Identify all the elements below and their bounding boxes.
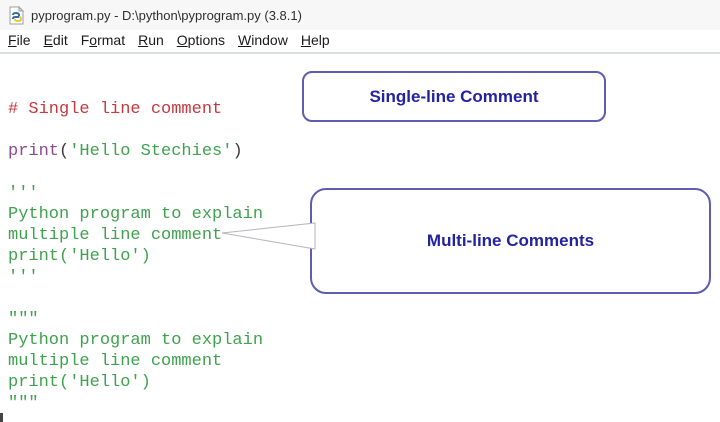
code-line: """: [8, 394, 39, 413]
code-line: ''': [8, 184, 39, 203]
callout-tail-pointer: [221, 222, 316, 250]
menu-window[interactable]: Window: [238, 32, 288, 48]
code-line: Python program to explain: [8, 331, 264, 350]
menu-run[interactable]: Run: [138, 32, 164, 48]
code-line: [8, 162, 720, 183]
menu-separator: [0, 52, 720, 54]
callout-single-line-comment: Single-line Comment: [302, 71, 606, 122]
code-line: # Single line comment: [8, 100, 223, 119]
code-text: # Single line comment print('Hello Stech…: [8, 99, 720, 422]
code-line: multiple line comment: [8, 352, 223, 371]
code-line: Python program to explain: [8, 205, 264, 224]
python-file-icon: [8, 5, 25, 25]
menu-bar: File Edit Format Run Options Window Help: [0, 30, 720, 52]
menu-file[interactable]: File: [8, 32, 31, 48]
menu-format[interactable]: Format: [80, 32, 126, 48]
code-line: [8, 120, 720, 141]
code-line: """: [8, 310, 39, 329]
code-line: print('Hello Stechies'): [8, 142, 243, 161]
code-line: print('Hello'): [8, 247, 151, 266]
code-line: ''': [8, 268, 39, 287]
code-line: [8, 414, 720, 422]
window-title: pyprogram.py - D:\python\pyprogram.py (3…: [31, 7, 302, 23]
code-line: print('Hello'): [8, 373, 151, 392]
code-line: multiple line comment: [8, 226, 223, 245]
menu-edit[interactable]: Edit: [43, 32, 68, 48]
title-bar: pyprogram.py - D:\python\pyprogram.py (3…: [0, 0, 720, 30]
menu-options[interactable]: Options: [176, 32, 226, 48]
text-cursor: [0, 413, 3, 422]
menu-help[interactable]: Help: [300, 32, 330, 48]
callout-single-line-label: Single-line Comment: [369, 86, 539, 106]
callout-multi-line-comments: Multi-line Comments: [310, 188, 711, 294]
callout-multi-line-label: Multi-line Comments: [426, 231, 595, 250]
